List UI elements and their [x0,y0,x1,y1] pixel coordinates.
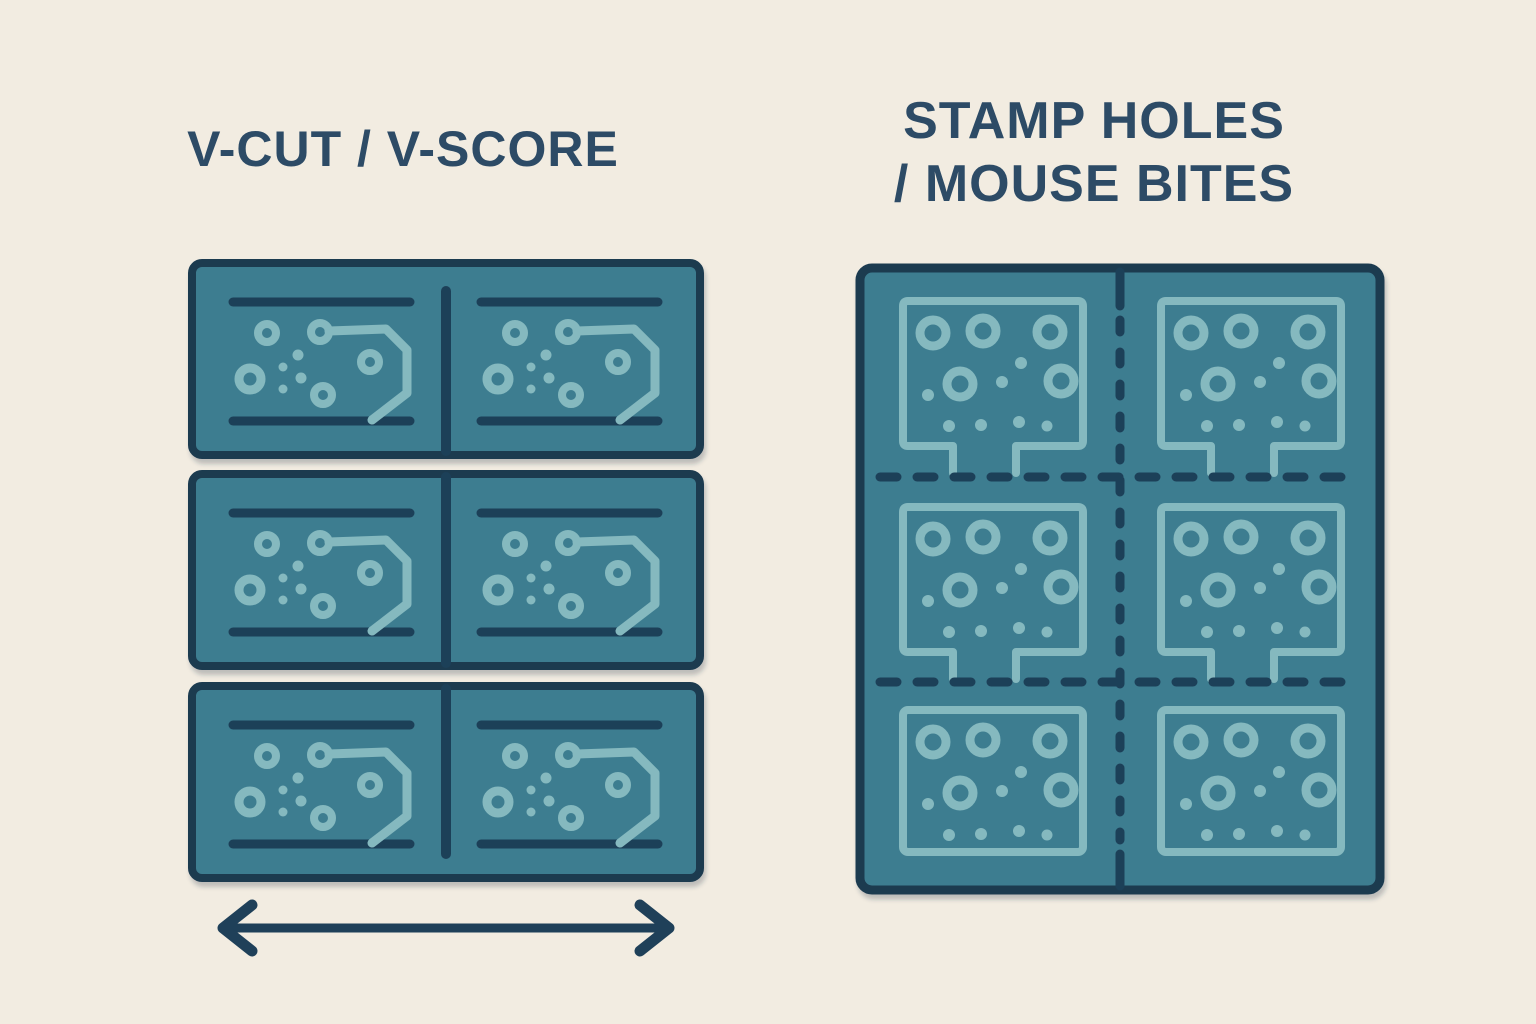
double-headed-arrow-icon [217,899,675,957]
vcut-panel-3 [192,686,700,878]
vcut-panel-1 [192,263,700,455]
left-method-title: V-CUT / V-SCORE [187,121,619,177]
vcut-panel-2 [192,474,700,666]
right-method-title: STAMP HOLES / MOUSE BITES [893,92,1295,213]
stamp-hole-panel [855,263,1385,895]
